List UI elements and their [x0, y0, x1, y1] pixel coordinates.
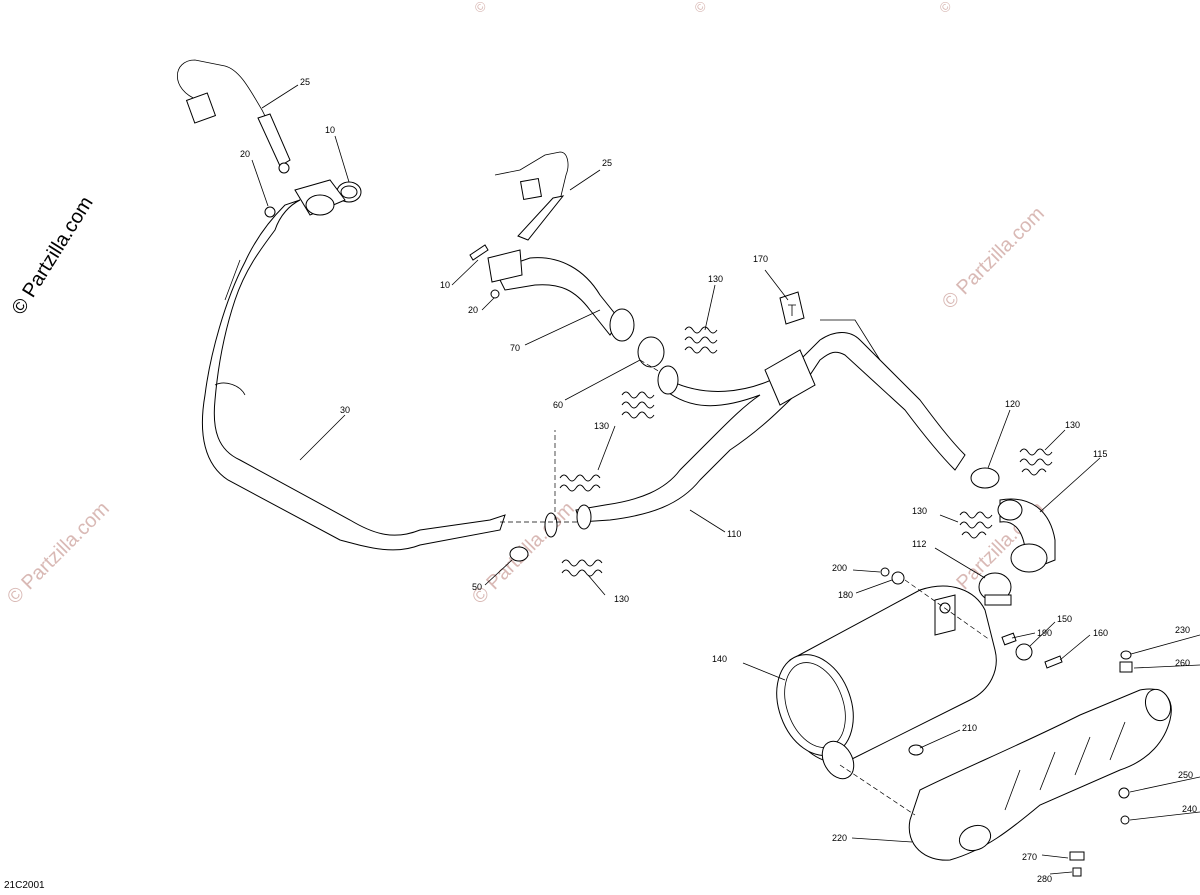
watermark-main: © Partzilla.com: [8, 193, 98, 319]
nut-mid: [490, 289, 500, 299]
rubber-mount-170: [779, 291, 805, 325]
spring-4: [561, 559, 603, 577]
callout-130-a: 130: [708, 274, 723, 284]
callout-130-b: 130: [594, 421, 609, 431]
callout-230: 230: [1175, 625, 1190, 635]
callout-10-left: 10: [325, 125, 335, 135]
spring-5: [1019, 448, 1053, 476]
gasket-120: [970, 467, 1000, 489]
callout-150: 150: [1057, 614, 1072, 624]
header-pipe: [201, 179, 506, 551]
spring-3: [559, 474, 601, 492]
clamp-112: [978, 572, 1012, 606]
mid-pipe: [575, 319, 966, 530]
svg-text:©: ©: [691, 0, 710, 16]
clip-270: [1069, 851, 1085, 861]
muffler: [776, 585, 997, 780]
callout-170: 170: [753, 254, 768, 264]
callout-200: 200: [832, 563, 847, 573]
leader-lines: [251, 84, 1200, 875]
callout-180: 180: [838, 590, 853, 600]
callout-260: 260: [1175, 658, 1190, 668]
spacer-190: [1001, 632, 1017, 646]
callout-120: 120: [1005, 399, 1020, 409]
callout-60: 60: [553, 400, 563, 410]
callout-115: 115: [1093, 449, 1107, 459]
washer-250: [1118, 787, 1130, 799]
spring-1: [684, 326, 718, 354]
spring-2: [621, 391, 655, 419]
gasket-60-lower: [544, 512, 558, 538]
washer-180: [891, 571, 905, 585]
callout-50: 50: [472, 582, 482, 592]
nut-240: [1120, 815, 1130, 825]
callout-110: 110: [727, 529, 741, 539]
callout-190: 190: [1037, 628, 1052, 638]
nut-200: [880, 567, 890, 577]
nut-left: [264, 206, 276, 218]
watermark-faint-2: © Partzilla.com: [3, 498, 114, 609]
heat-shield: [908, 688, 1172, 861]
screw-280: [1072, 867, 1082, 877]
callout-112: 112: [912, 539, 926, 549]
callout-220: 220: [832, 833, 847, 843]
callout-130-c: 130: [614, 594, 629, 604]
o2-sensor-left: [176, 59, 291, 174]
watermarks: © © © © Partzilla.com © Partzilla.com © …: [3, 0, 1049, 609]
callout-130-e: 130: [1065, 420, 1080, 430]
callout-20-mid: 20: [468, 305, 478, 315]
spring-6: [959, 511, 993, 539]
callout-10-mid: 10: [440, 280, 450, 290]
svg-text:©: ©: [936, 0, 955, 16]
callout-160: 160: [1093, 628, 1108, 638]
callout-140: 140: [712, 654, 727, 664]
hardware: [880, 567, 1133, 877]
bushing-260: [1119, 661, 1133, 673]
grommet-150: [1015, 643, 1033, 661]
springs: [559, 326, 1053, 577]
diagram-code: 21C2001: [4, 880, 45, 891]
gasket-mid: [469, 244, 489, 261]
callout-30: 30: [340, 405, 350, 415]
callout-270: 270: [1022, 852, 1037, 862]
front-pipe: [487, 249, 635, 342]
bolt-160: [1044, 655, 1063, 669]
o2-sensor-right: [494, 151, 569, 241]
callout-240: 240: [1182, 804, 1197, 814]
assembly-lines: [500, 359, 991, 816]
callout-250: 250: [1178, 770, 1193, 780]
callout-20-left: 20: [240, 149, 250, 159]
callout-130-f: 130: [912, 506, 927, 516]
grommet-230: [1120, 650, 1132, 660]
watermark-faint-1: © Partzilla.com: [938, 203, 1049, 314]
nut-210: [908, 744, 924, 756]
callout-280: 280: [1037, 874, 1052, 884]
callout-25-right: 25: [602, 158, 612, 168]
ring-50: [509, 546, 529, 562]
elbow-pipe-115: [997, 498, 1056, 573]
callout-25-left: 25: [300, 77, 310, 87]
callouts: 25 10 20 25 10 20 70 130 170 60 130 30 1…: [240, 77, 1197, 884]
svg-text:©: ©: [471, 0, 490, 16]
gasket-60-upper: [637, 336, 665, 368]
callout-210: 210: [962, 723, 977, 733]
callout-70: 70: [510, 343, 520, 353]
